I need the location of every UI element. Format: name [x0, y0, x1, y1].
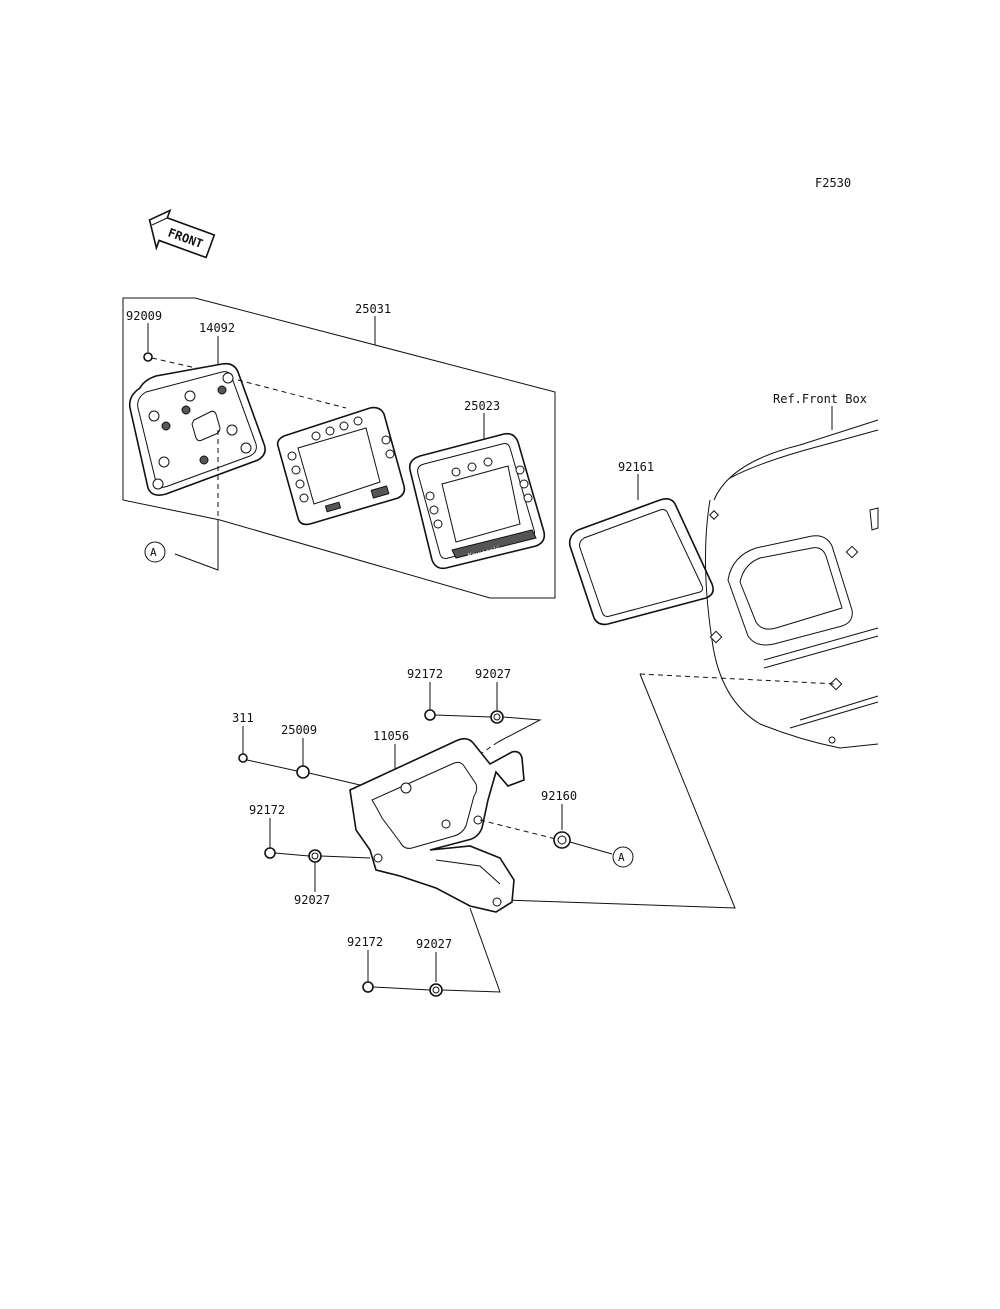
- label-11056: 11056: [373, 729, 409, 743]
- bracket-11056: [349, 737, 525, 913]
- ref-marker-a-upper: A: [144, 541, 166, 563]
- label-25031: 25031: [355, 302, 391, 316]
- ref-marker-a-lower: A: [612, 846, 634, 868]
- bulb-311: [238, 753, 248, 763]
- bolt-92172-left: [264, 847, 276, 859]
- nut-92027-left: [308, 849, 322, 863]
- label-25009: 25009: [281, 723, 317, 737]
- label-92172-left: 92172: [249, 803, 285, 817]
- label-311: 311: [232, 711, 254, 725]
- front-arrow-icon: FRONT: [148, 208, 216, 259]
- nut-92027-bottom: [429, 983, 443, 997]
- nut-92027-top: [490, 710, 504, 724]
- label-25023: 25023: [464, 399, 500, 413]
- label-92027-top: 92027: [475, 667, 511, 681]
- grommet-92160: [553, 831, 571, 849]
- reference-label: Ref.Front Box: [773, 392, 867, 406]
- screw-92009: [143, 352, 153, 362]
- label-92027-left: 92027: [294, 893, 330, 907]
- front-box-reference: [704, 419, 879, 749]
- bolt-92172-top: [424, 709, 436, 721]
- assembly-25031-outline: [122, 297, 556, 599]
- bolt-92172-bottom: [362, 981, 374, 993]
- svg-text:A: A: [618, 851, 625, 864]
- svg-text:A: A: [150, 546, 157, 559]
- label-92027-bottom: 92027: [416, 937, 452, 951]
- meter-frame: [276, 406, 406, 526]
- label-92160: 92160: [541, 789, 577, 803]
- meter-assembly-25023: Kawasaki: [408, 432, 546, 570]
- label-14092: 14092: [199, 321, 235, 335]
- figure-code: F2530: [815, 176, 851, 190]
- label-92172-bottom: 92172: [347, 935, 383, 949]
- gasket-92161: [568, 498, 714, 626]
- label-92009: 92009: [126, 309, 162, 323]
- label-92161: 92161: [618, 460, 654, 474]
- washer-25009: [296, 765, 310, 779]
- label-92172-top: 92172: [407, 667, 443, 681]
- meter-case-14092: [128, 362, 266, 496]
